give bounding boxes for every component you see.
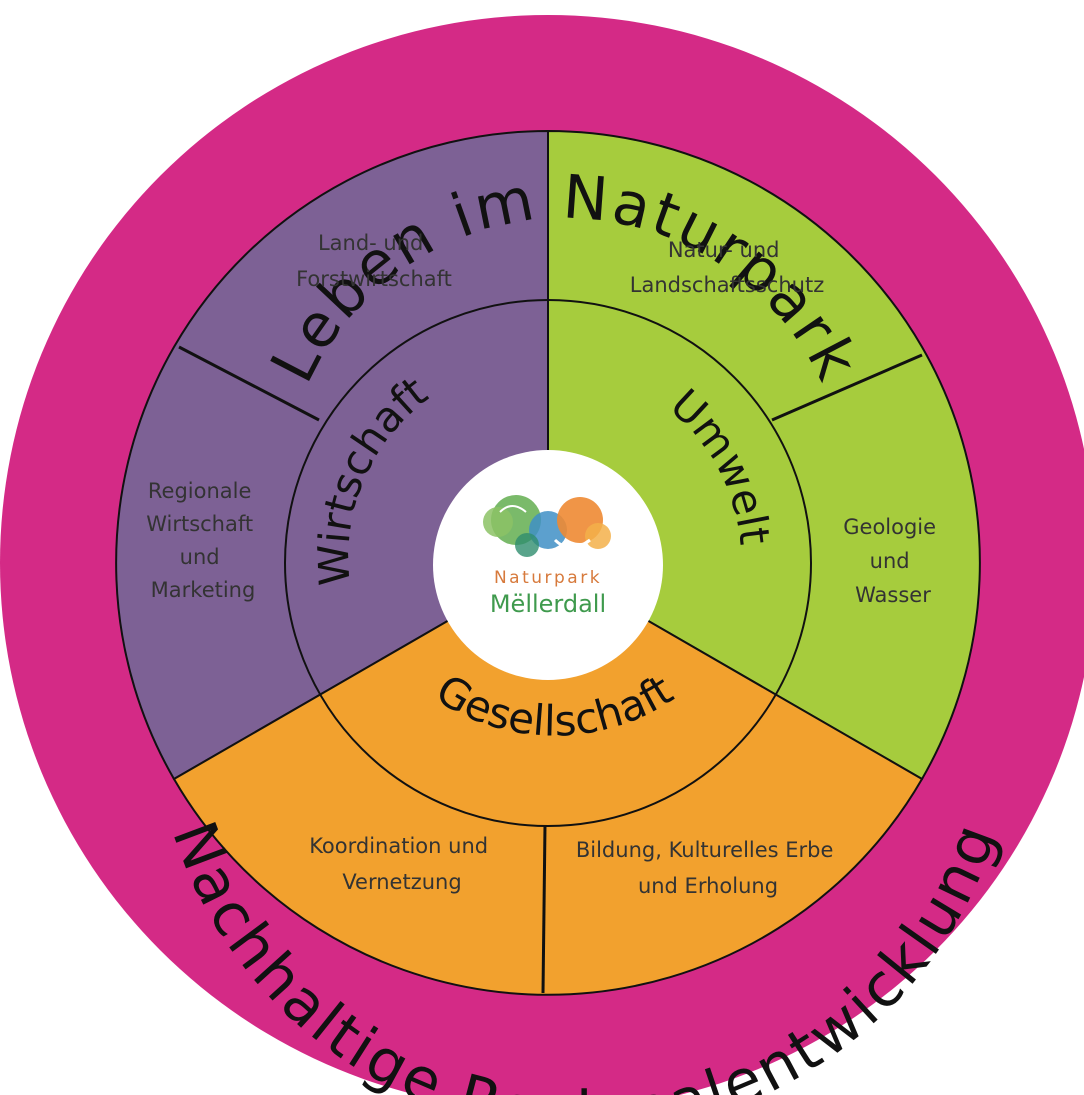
label-line: Marketing [151,578,256,602]
label-line: Natur- und [668,238,780,262]
label-line: und [870,549,910,573]
label-bildung-kultur-erholung: Bildung, Kulturelles Erbe und Erholung [576,838,840,898]
label-line: Koordination und [309,834,488,858]
label-line: und [180,545,220,569]
logo-mellerdall-text: Mëllerdall [490,590,606,618]
label-natur-landschaftsschutz: Natur- und Landschaftsschutz [630,238,824,297]
label-line: Land- und [318,231,423,255]
sector-umwelt [547,129,981,781]
label-line: Wirtschaft [146,512,253,536]
label-line: Forstwirtschaft [296,267,452,291]
divider-wirtschaft [178,345,320,422]
label-line: Landschaftsschutz [630,273,824,297]
logo-background [433,450,663,680]
sector-gesellschaft [172,561,924,996]
sector-wirtschaft [115,129,549,781]
label-geologie-wasser: Geologie und Wasser [843,515,943,607]
label-line: Bildung, Kulturelles Erbe [576,838,834,862]
label-line: Regionale [148,479,252,503]
label-line: Geologie [843,515,936,539]
label-regionale-wirtschaft: Regionale Wirtschaft und Marketing [146,479,260,602]
logo-emblem-icon [483,495,611,557]
divider-gesellschaft [541,824,547,994]
label-land-forstwirtschaft: Land- und Forstwirtschaft [296,231,452,291]
inner-ring [284,299,812,827]
naturpark-logo: Naturpark Mëllerdall [433,450,663,680]
label-koordination-vernetzung: Koordination und Vernetzung [309,834,495,894]
label-line: Vernetzung [342,870,461,894]
logo-naturpark-text: Naturpark [494,568,602,588]
divider-umwelt [771,353,923,422]
label-line: Wasser [855,583,931,607]
label-line: und Erholung [638,874,778,898]
